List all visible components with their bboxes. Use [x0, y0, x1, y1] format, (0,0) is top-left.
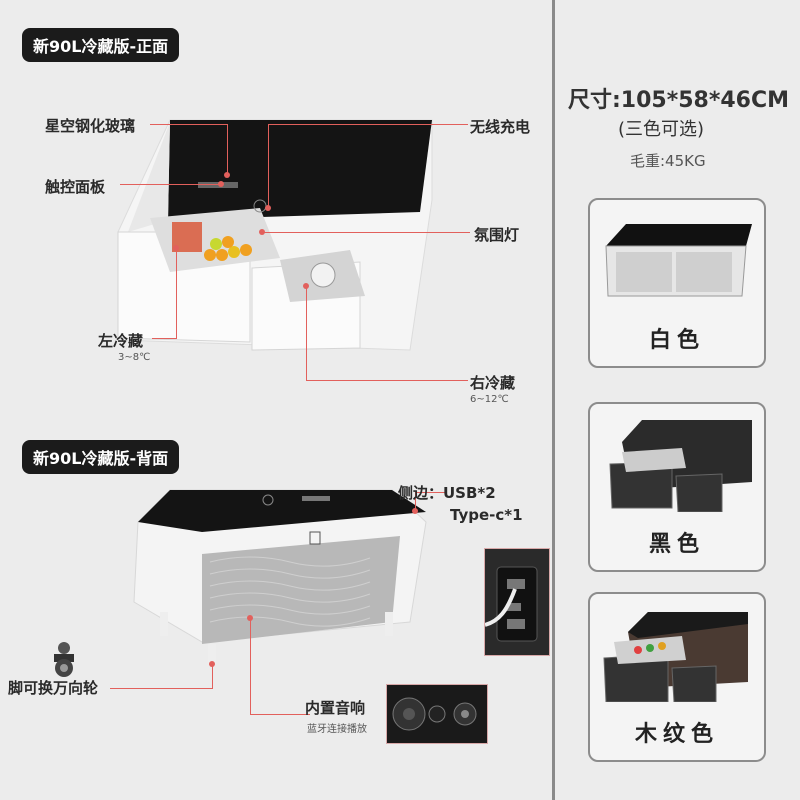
label-ambient-light: 氛围灯 [474, 226, 520, 244]
speaker-inset [386, 684, 488, 744]
label-left-fridge: 左冷藏 [98, 332, 144, 350]
spec-size: 尺寸:105*58*46CM [568, 88, 789, 113]
spec-weight: 毛重:45KG [630, 152, 706, 170]
back-section-title: 新90L冷藏版-背面 [22, 440, 180, 474]
front-section-title: 新90L冷藏版-正面 [22, 28, 180, 62]
variant-label-white: 白色 [648, 328, 705, 353]
section-divider [552, 0, 555, 800]
variant-label-wood: 木纹色 [634, 722, 719, 747]
label-side-ports-usb: 侧边：USB*2 [398, 484, 496, 502]
variant-card-black[interactable]: 黑色 [588, 402, 766, 572]
label-glass: 星空钢化玻璃 [45, 117, 136, 135]
variant-card-white[interactable]: 白色 [588, 198, 766, 368]
white-table-thumbnail [605, 224, 752, 297]
label-right-fridge: 右冷藏 [470, 374, 516, 392]
label-left-temp: 3~8℃ [118, 352, 151, 363]
label-wireless-charging: 无线充电 [470, 118, 531, 136]
back-table-illustration [133, 489, 427, 664]
label-speaker-sub: 蓝牙连接播放 [307, 724, 367, 735]
wood-table-thumbnail [603, 612, 748, 702]
label-right-temp: 6~12℃ [470, 394, 509, 405]
black-table-thumbnail [609, 420, 752, 512]
label-touch-panel: 触控面板 [45, 178, 106, 196]
label-side-ports-typec: Type-c*1 [450, 506, 523, 524]
label-speaker: 内置音响 [305, 699, 366, 717]
ports-inset [484, 548, 550, 656]
spec-colors-note: (三色可选) [618, 119, 705, 140]
caster-wheel-icon [54, 642, 74, 677]
front-table-illustration [117, 119, 433, 351]
variant-card-wood[interactable]: 木纹色 [588, 592, 766, 762]
label-swivel-wheels: 脚可换万向轮 [8, 679, 99, 697]
variant-label-black: 黑色 [648, 532, 705, 557]
